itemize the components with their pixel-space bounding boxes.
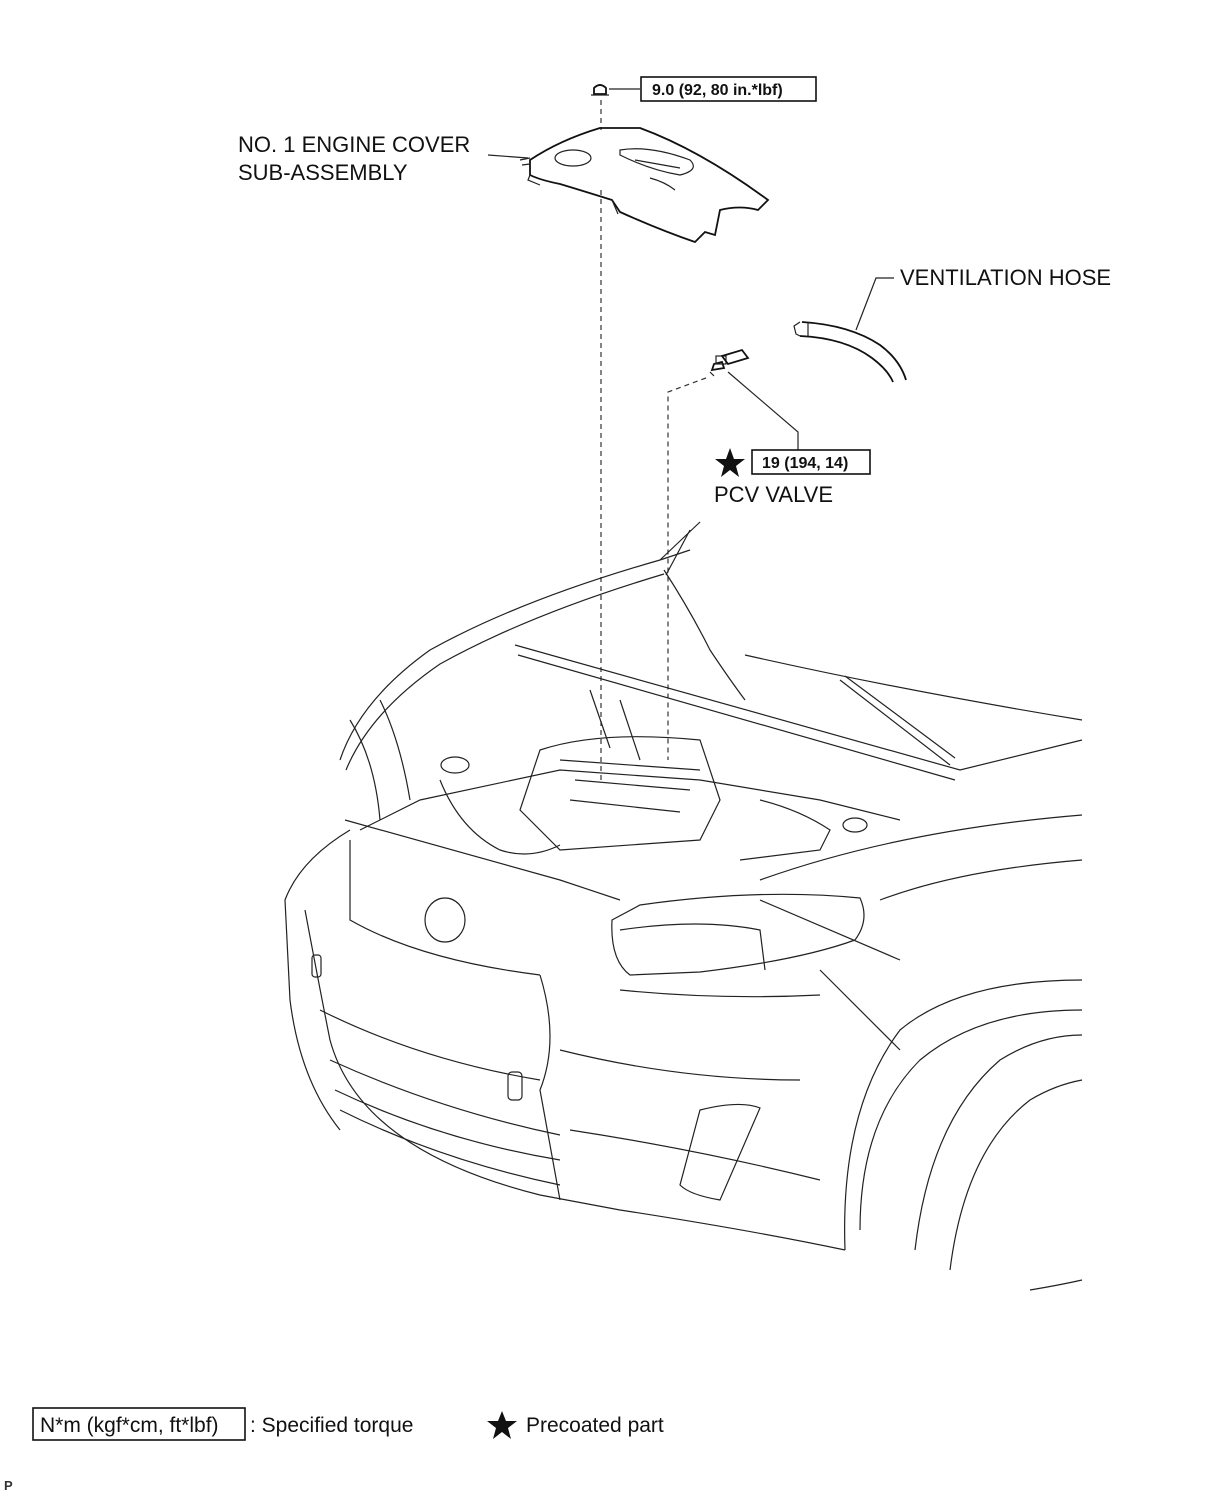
vehicle-front-illustration xyxy=(284,521,1083,1291)
torque-pcv-text: 19 (194, 14) xyxy=(762,455,848,472)
engine-cover-sub-assembly xyxy=(519,127,770,244)
legend-star-icon xyxy=(487,1411,517,1439)
pcv-valve xyxy=(709,348,750,377)
engine-cover-nut xyxy=(591,84,609,96)
legend: N*m (kgf*cm, ft*lbf) : Specified torque … xyxy=(32,1407,664,1441)
corner-mark: P xyxy=(4,1478,13,1493)
torque-box-pcv: 19 (194, 14) xyxy=(751,449,871,475)
legend-torque-box: N*m (kgf*cm, ft*lbf) xyxy=(32,1407,246,1441)
legend-precoated-desc: Precoated part xyxy=(526,1414,664,1437)
ventilation-hose xyxy=(793,321,907,383)
torque-box-engine-cover: 9.0 (92, 80 in.*lbf) xyxy=(640,76,817,102)
ventilation-hose-label: VENTILATION HOSE xyxy=(900,265,1111,290)
engine-cover-label-line1: NO. 1 ENGINE COVER xyxy=(238,132,470,157)
legend-torque-desc: : Specified torque xyxy=(250,1414,413,1437)
pcv-valve-label: PCV VALVE xyxy=(714,482,833,507)
legend-torque-box-text: N*m (kgf*cm, ft*lbf) xyxy=(40,1414,219,1437)
torque-engine-cover-text: 9.0 (92, 80 in.*lbf) xyxy=(652,82,783,99)
engine-cover-label-line2: SUB-ASSEMBLY xyxy=(238,160,408,185)
star-icon xyxy=(715,448,745,477)
